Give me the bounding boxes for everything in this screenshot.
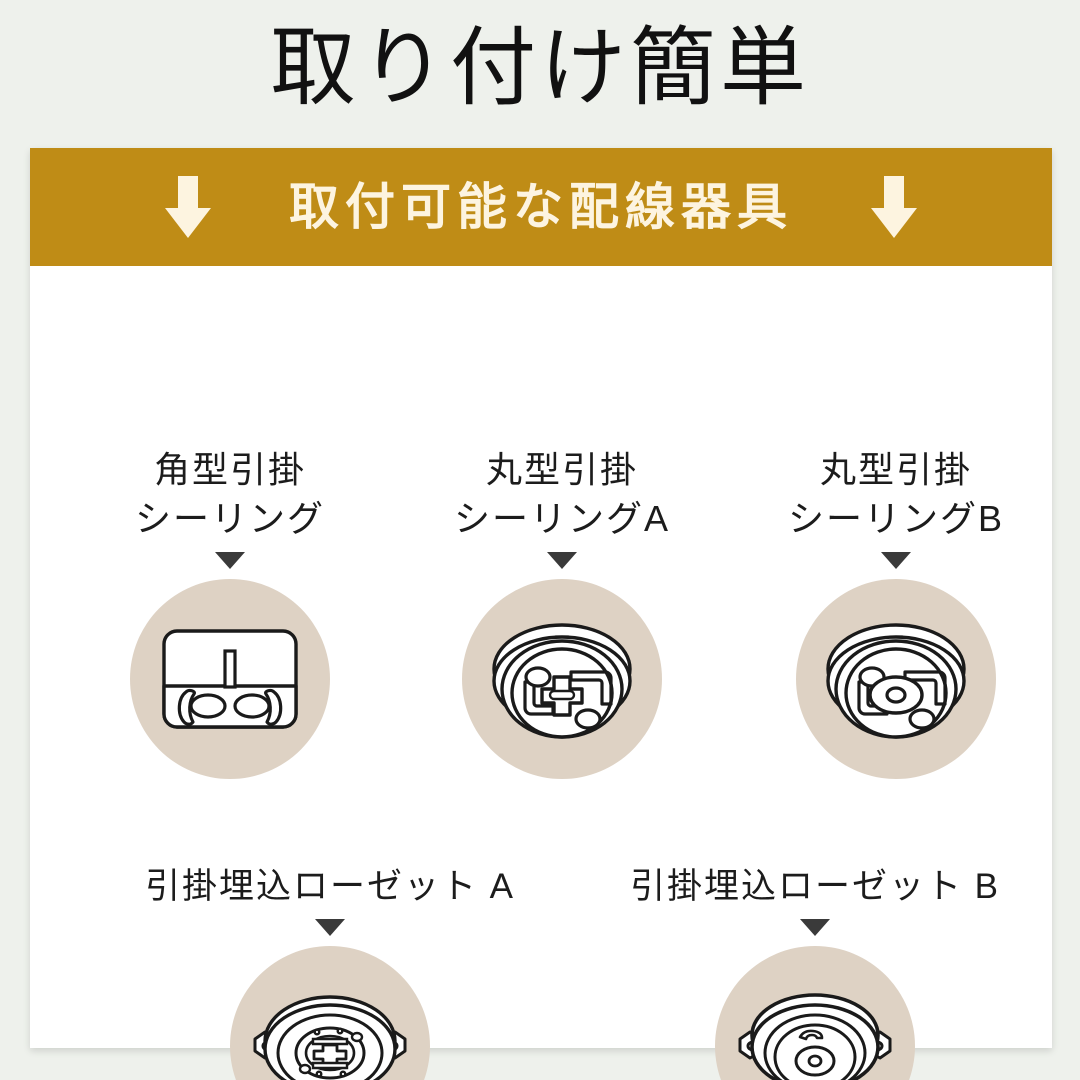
fixture-icon-disc	[796, 578, 996, 779]
banner-label: 取付可能な配線器具	[289, 179, 793, 235]
fixture-icon-disc	[462, 578, 662, 779]
fixture-item-rosette-b[interactable]: 引掛埋込ローゼット B	[585, 863, 1045, 1080]
caret-down-icon	[800, 918, 830, 936]
embedded-rosette-b-icon	[738, 992, 892, 1080]
caret-down-icon	[547, 551, 577, 569]
fixture-label-line1: 角型引掛	[153, 449, 306, 490]
fixture-label-line1: 丸型引掛	[819, 449, 972, 490]
fixture-icon-disc	[230, 945, 430, 1080]
embedded-rosette-a-icon	[253, 994, 407, 1080]
compatible-fixtures-banner: 取付可能な配線器具	[30, 148, 1052, 266]
fixture-label-line2: シーリングB	[787, 497, 1004, 539]
caret-down-icon	[881, 551, 911, 569]
square-ceiling-rose-icon	[162, 629, 298, 729]
down-arrow-icon	[871, 176, 917, 238]
caret-down-icon	[215, 551, 245, 569]
fixture-label-line1: 引掛埋込ローゼット A	[144, 867, 516, 906]
fixture-label-line1: 引掛埋込ローゼット B	[629, 867, 1001, 906]
fixture-icon-disc	[715, 945, 915, 1080]
fixture-item-round-ceiling-b[interactable]: 丸型引掛 シーリングB	[746, 446, 1046, 779]
fixture-label-line2: シーリングA	[453, 497, 670, 539]
round-ceiling-rose-b-icon	[826, 623, 966, 739]
fixture-item-square-ceiling[interactable]: 角型引掛 シーリング	[80, 446, 380, 779]
down-arrow-icon	[165, 176, 211, 238]
content-card: 取付可能な配線器具 角型引掛 シーリング	[30, 148, 1052, 1080]
fixture-item-round-ceiling-a[interactable]: 丸型引掛 シーリングA	[412, 446, 712, 779]
caret-down-icon	[315, 918, 345, 936]
fixture-item-rosette-a[interactable]: 引掛埋込ローゼット A	[100, 863, 560, 1080]
fixture-icon-disc	[130, 578, 330, 779]
fixture-label-line2: シーリング	[134, 497, 325, 539]
round-ceiling-rose-a-icon	[492, 623, 632, 739]
page-title: 取り付け簡単	[270, 20, 810, 116]
fixture-label-line1: 丸型引掛	[485, 449, 638, 490]
